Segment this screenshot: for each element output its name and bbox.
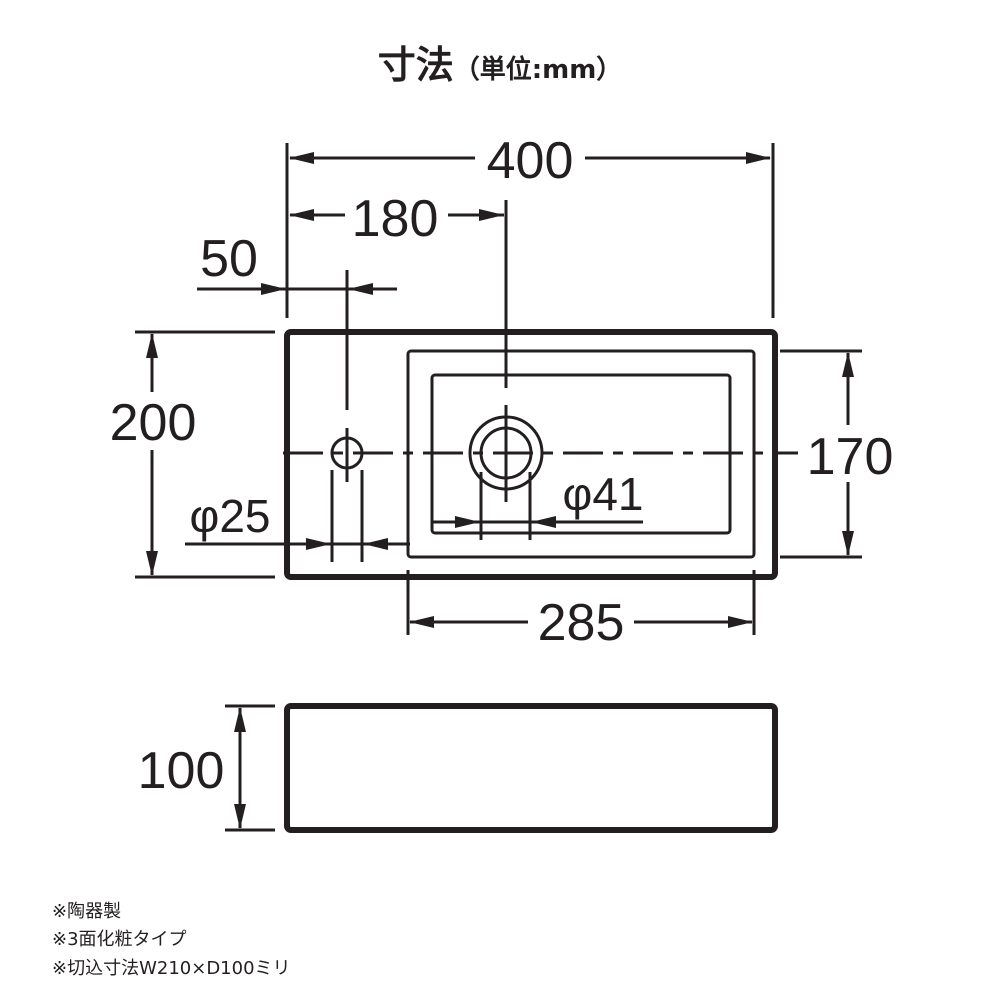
title: 寸法（単位:mm） — [378, 43, 623, 87]
label-200: 200 — [110, 394, 197, 452]
label-180: 180 — [352, 190, 439, 248]
label-50: 50 — [200, 230, 258, 288]
dim-200: 200 — [110, 330, 275, 579]
label-phi25: φ25 — [190, 490, 271, 542]
dim-phi41: φ41 — [432, 468, 644, 540]
side-view: 100 — [138, 703, 778, 833]
dim-phi25: φ25 — [185, 470, 410, 562]
top-view — [283, 200, 798, 580]
dim-50: 50 — [197, 230, 397, 295]
label-phi41: φ41 — [563, 468, 644, 520]
label-400: 400 — [487, 132, 574, 190]
dim-285: 285 — [406, 570, 756, 652]
note-finish: ※3面化粧タイプ — [52, 929, 187, 950]
note-material: ※陶器製 — [52, 901, 121, 922]
note-cutout: ※切込寸法W210×D100ミリ — [52, 958, 291, 979]
dim-180: 180 — [289, 190, 504, 248]
dim-170: 170 — [780, 349, 894, 559]
label-285: 285 — [538, 594, 625, 652]
label-100: 100 — [138, 742, 225, 800]
notes: ※陶器製 ※3面化粧タイプ ※切込寸法W210×D100ミリ — [52, 901, 291, 979]
side-outline — [284, 703, 778, 833]
label-170: 170 — [807, 428, 894, 486]
